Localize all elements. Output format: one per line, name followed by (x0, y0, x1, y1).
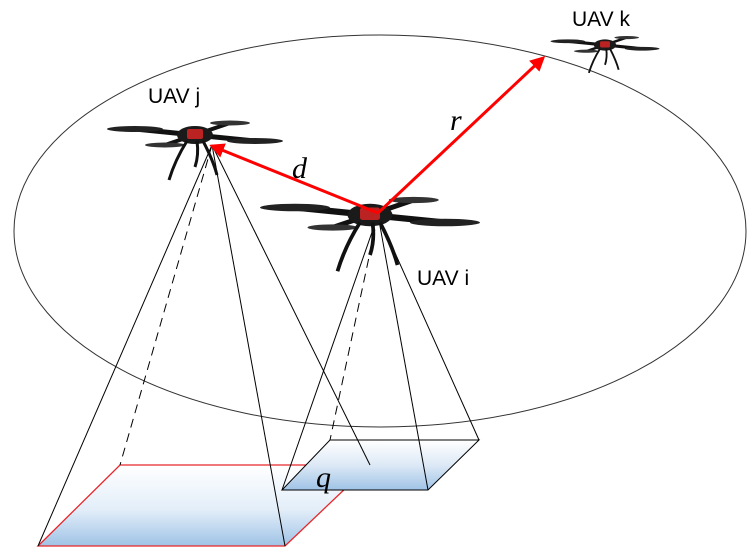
label-distance-d: d (292, 152, 308, 185)
distance-arrow-d (209, 143, 379, 215)
range-arrow-r (376, 55, 546, 215)
uav-i-drone-icon (260, 197, 480, 271)
label-range-r: r (450, 104, 462, 137)
footprint-i (280, 439, 481, 491)
label-overlap-q: q (316, 461, 331, 494)
viewing-pyramid-j (37, 144, 371, 547)
label-uav-k: UAV k (572, 8, 630, 31)
uav-k-drone-icon (548, 34, 662, 75)
uav-j-drone-icon (107, 121, 283, 181)
label-uav-j: UAV j (148, 85, 200, 108)
label-uav-i: UAV i (417, 267, 469, 290)
communication-range-ellipse (13, 34, 747, 428)
